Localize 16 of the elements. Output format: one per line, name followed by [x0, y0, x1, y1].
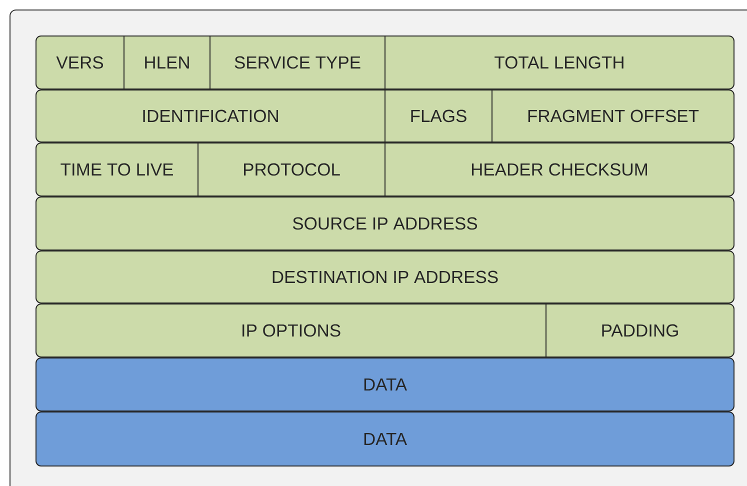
header-field: VERS	[56, 56, 104, 69]
header-field: TIME TO LIVE	[60, 163, 173, 176]
header-field: PROTOCOL	[244, 163, 340, 176]
header-field: DESTINATION IP ADDRESS	[272, 270, 498, 284]
header-field: FLAGS	[411, 110, 466, 122]
header-field: HLEN	[145, 56, 189, 68]
header-field: DATA	[364, 432, 408, 445]
header-field: HEADER CHECKSUM	[472, 163, 647, 176]
header-field: IDENTIFICATION	[143, 110, 278, 122]
header-field: PADDING	[602, 324, 678, 337]
header-field: TOTAL LENGTH	[494, 56, 624, 69]
header-field: SOURCE IP ADDRESS	[292, 217, 478, 230]
header-field: SERVICE TYPE	[234, 56, 360, 69]
header-field: DATA	[364, 378, 408, 390]
header-field: FRAGMENT OFFSET	[528, 110, 699, 122]
header-field: IP OPTIONS	[242, 324, 340, 337]
